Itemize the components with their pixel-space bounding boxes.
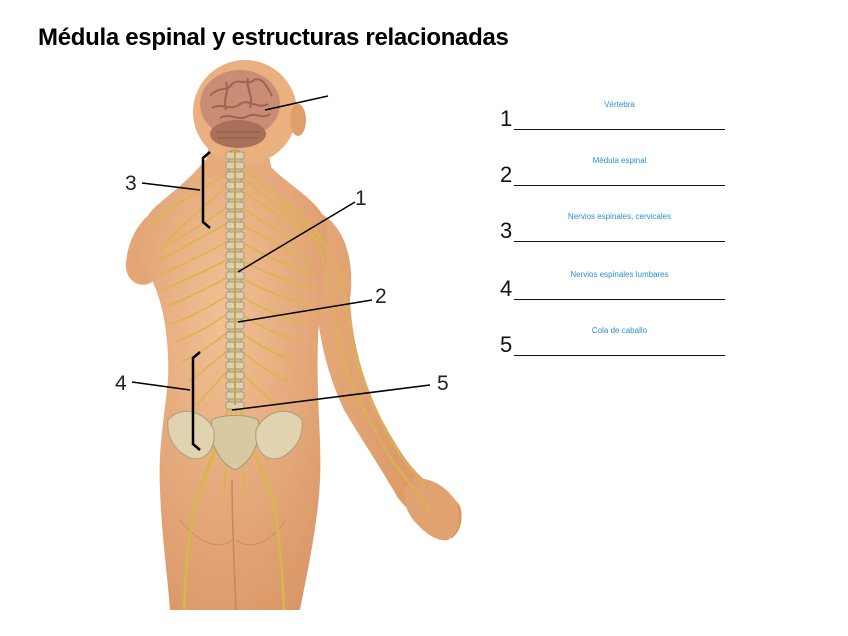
answer-row: 3 Nervios espinales, cervicales	[500, 212, 725, 242]
answer-blank-line	[514, 185, 725, 186]
figure-label-1: 1	[355, 187, 367, 210]
answer-blank-line	[514, 241, 725, 242]
answer-text[interactable]: Cola de caballo	[514, 326, 725, 335]
figure-label-3: 3	[125, 172, 137, 195]
answer-number: 3	[500, 220, 512, 242]
answer-row: 5 Cola de caballo	[500, 326, 725, 356]
answer-text[interactable]: Médula espinal	[514, 156, 725, 165]
answer-row: 4 Nervios espinales lumbares	[500, 270, 725, 300]
answer-text[interactable]: Vértebra	[514, 100, 725, 109]
answer-text[interactable]: Nervios espinales, cervicales	[514, 212, 725, 221]
figure-label-5: 5	[437, 372, 449, 395]
answer-blank-line	[514, 129, 725, 130]
answer-number: 4	[500, 278, 512, 300]
figure-label-2: 2	[375, 285, 387, 308]
answer-blank-line	[514, 299, 725, 300]
answer-row: 1 Vértebra	[500, 100, 725, 130]
answer-text[interactable]: Nervios espinales lumbares	[514, 270, 725, 279]
figure-label-4: 4	[115, 372, 127, 395]
answer-number: 2	[500, 164, 512, 186]
answer-number: 5	[500, 334, 512, 356]
answer-row: 2 Médula espinal	[500, 156, 725, 186]
body-silhouette	[126, 60, 462, 610]
answer-number: 1	[500, 108, 512, 130]
answer-blank-line	[514, 355, 725, 356]
